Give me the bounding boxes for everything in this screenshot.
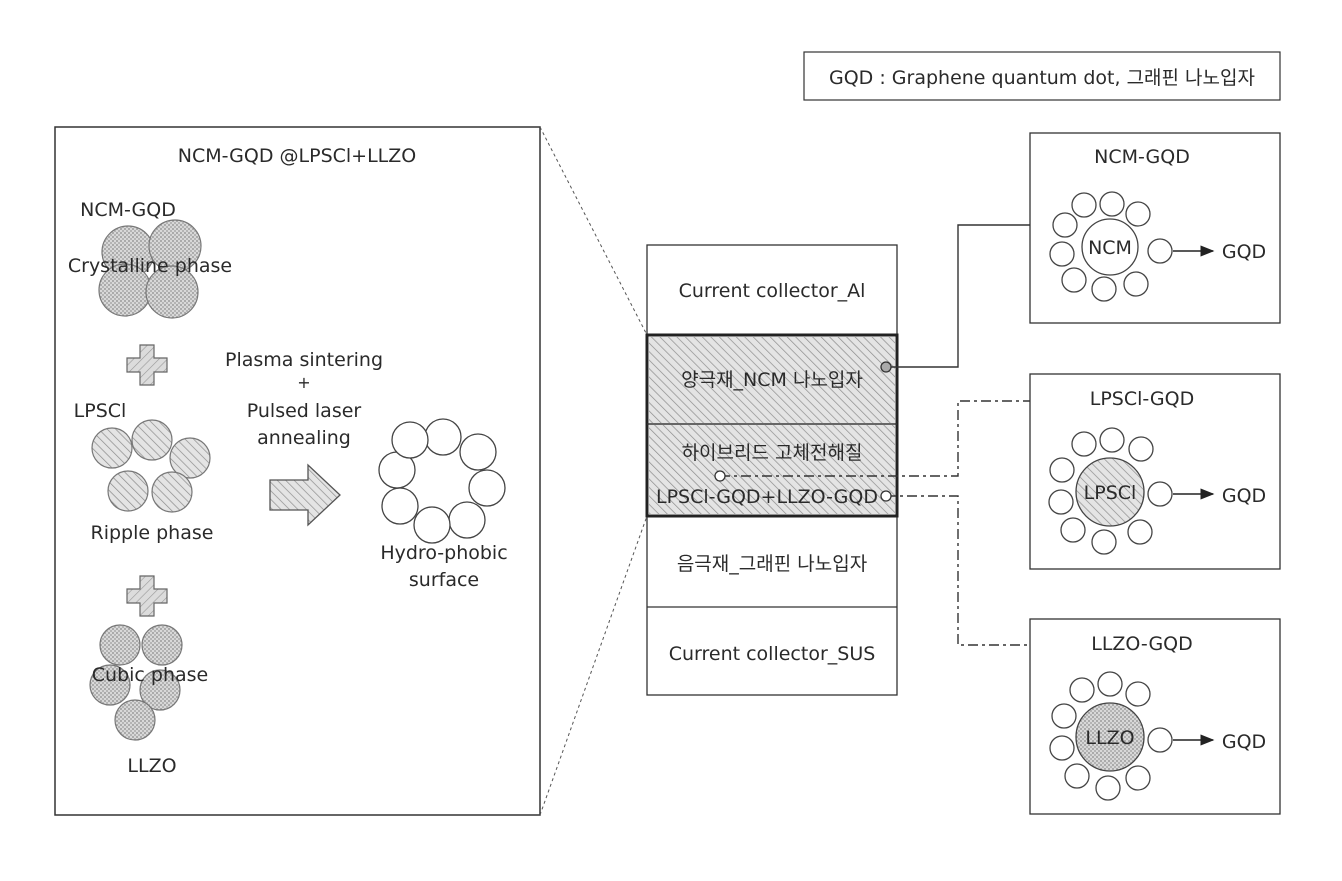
ncm-core-label: NCM (1088, 237, 1132, 259)
lpscl-gqd-title: LPSCl-GQD (1090, 388, 1195, 410)
process-line1: Plasma sintering (225, 349, 383, 371)
lpscl-label: LPSCl (74, 400, 127, 422)
process-line3: annealing (257, 427, 351, 449)
legend-box: GQD : Graphene quantum dot, 그래핀 나노입자 (804, 52, 1280, 100)
llzo-gqd-title: LLZO-GQD (1091, 633, 1193, 655)
llzo-core-label: LLZO (1085, 727, 1134, 749)
left-panel-title: NCM-GQD @LPSCl+LLZO (178, 145, 416, 167)
ncm-gqd-label: NCM-GQD (80, 199, 176, 221)
zoom-line-top (540, 127, 647, 335)
ncm-gqd-box: NCM-GQD NCM GQD (1030, 133, 1280, 323)
legend-text: GQD : Graphene quantum dot, 그래핀 나노입자 (829, 67, 1255, 89)
layer-electrolyte-line1: 하이브리드 고체전해질 (682, 442, 863, 464)
zoom-line-bottom (540, 516, 647, 815)
hydrophobic-line2: surface (409, 569, 479, 591)
left-panel: NCM-GQD @LPSCl+LLZO NCM-GQD Crystalline … (55, 127, 540, 815)
process-line2: Pulsed laser (247, 400, 362, 422)
ncm-gqd-output: GQD (1222, 241, 1266, 263)
crystalline-phase-label: Crystalline phase (68, 255, 232, 277)
lpscl-gqd-box: LPSCl-GQD LPSCl GQD (1030, 374, 1280, 569)
layer-anode: 음극재_그래핀 나노입자 (677, 553, 867, 575)
layer-current-collector-sus: Current collector_SUS (669, 643, 876, 665)
layer-current-collector-al: Current collector_Al (679, 280, 866, 302)
layer-electrolyte-line2: LPSCl-GQD+LLZO-GQD (656, 486, 878, 508)
llzo-gqd-output: GQD (1222, 731, 1266, 753)
lpscl-core-label: LPSCl (1084, 482, 1137, 504)
layer-stack: Current collector_Al 양극재_NCM 나노입자 하이브리드 … (647, 245, 897, 695)
llzo-label: LLZO (127, 755, 176, 777)
lpscl-gqd-output: GQD (1222, 485, 1266, 507)
process-plus: + (297, 373, 310, 392)
cubic-phase-label: Cubic phase (92, 664, 208, 686)
ripple-phase-label: Ripple phase (91, 522, 214, 544)
layer-cathode: 양극재_NCM 나노입자 (681, 369, 863, 391)
hydrophobic-line1: Hydro-phobic (380, 542, 507, 564)
llzo-gqd-box: LLZO-GQD LLZO GQD (1030, 619, 1280, 814)
ncm-gqd-title: NCM-GQD (1094, 146, 1190, 168)
